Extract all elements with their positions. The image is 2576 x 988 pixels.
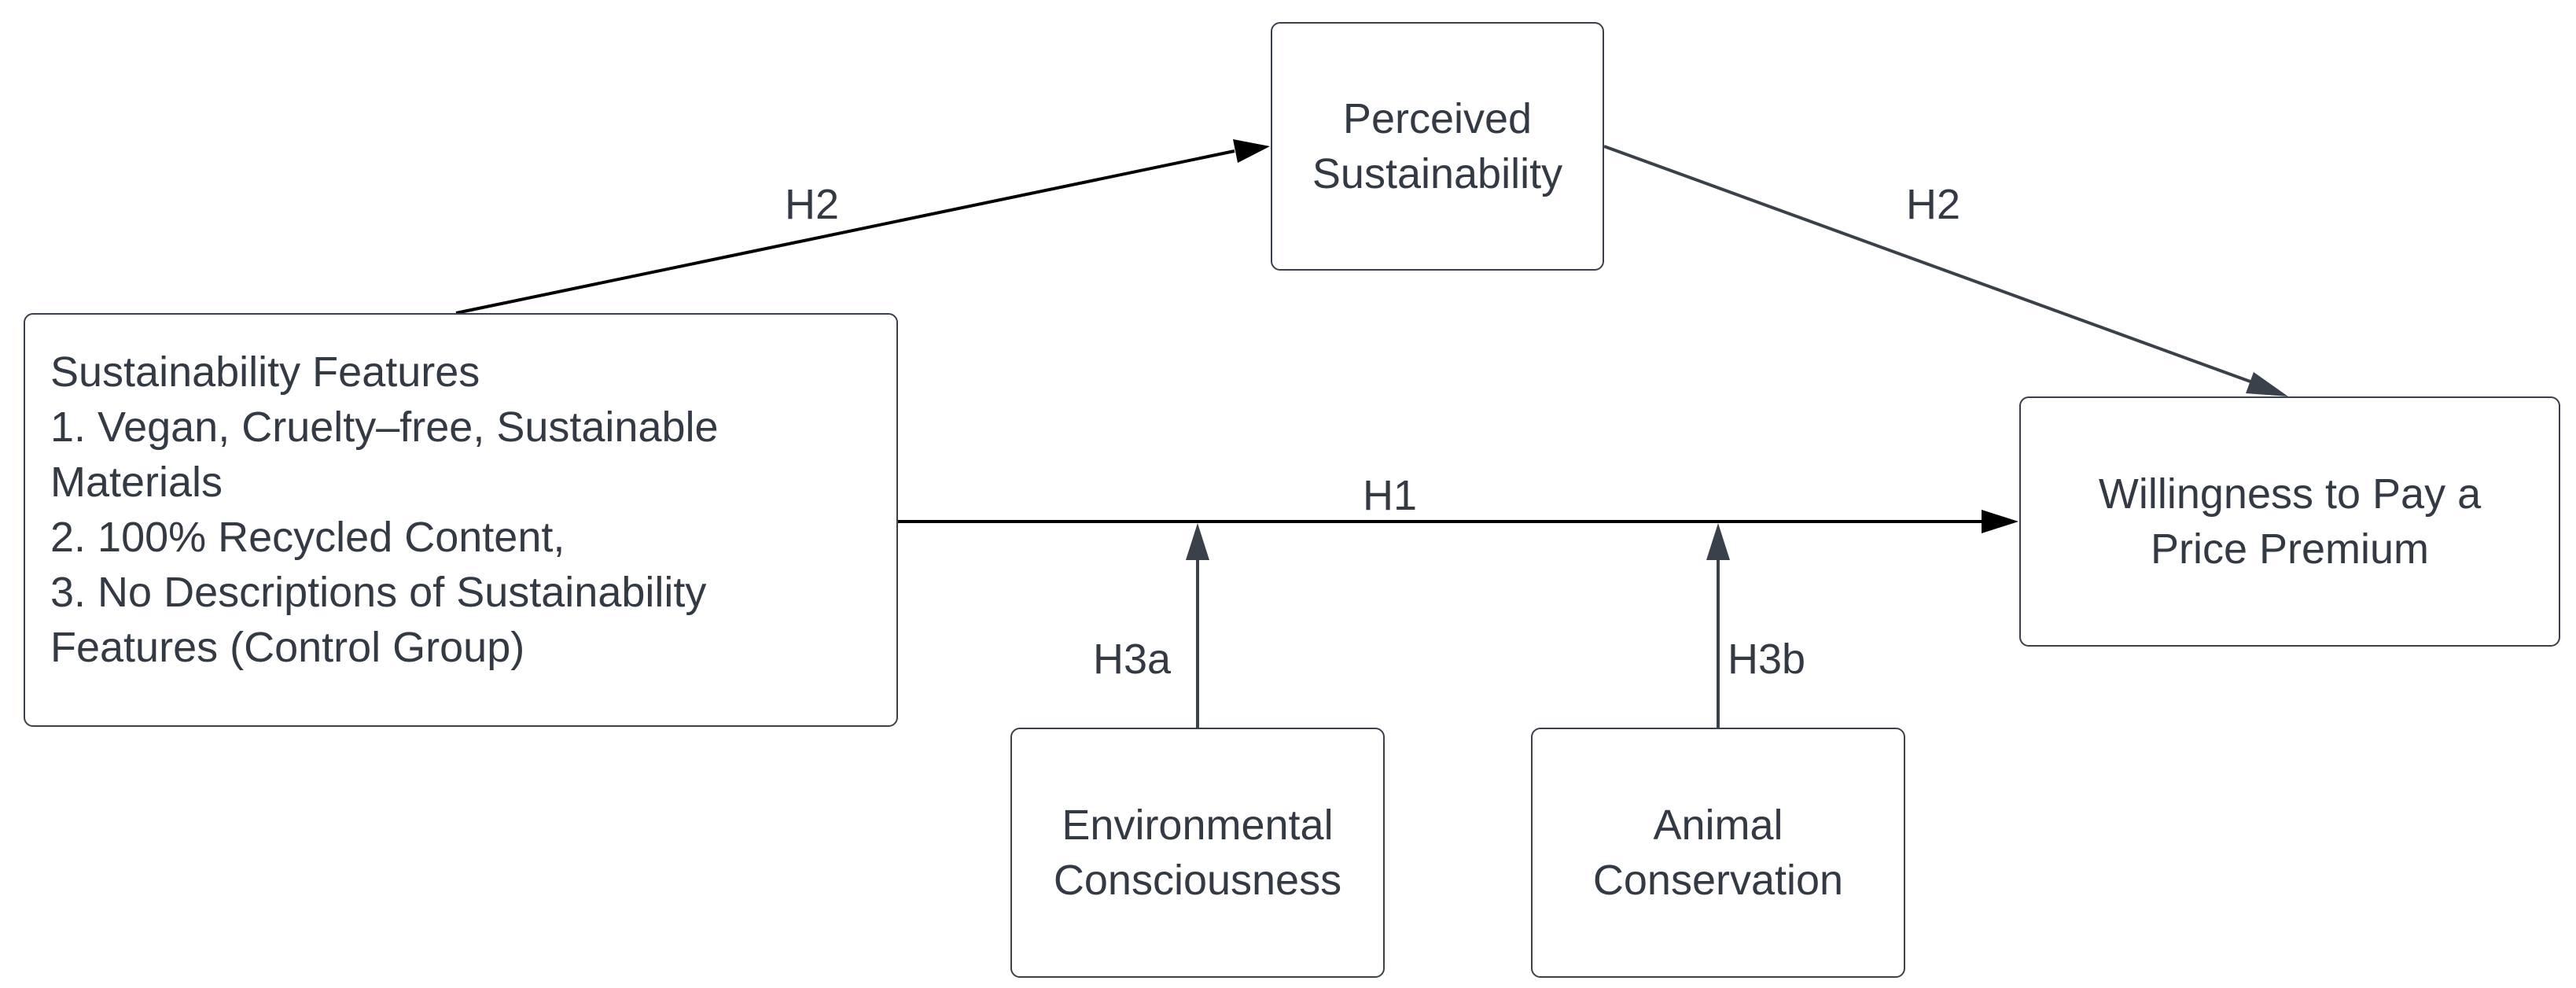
arrow-perceived-to-willingness — [1603, 145, 2258, 385]
node-line: Sustainability — [1312, 150, 1563, 197]
arrowhead-willingness-top — [2246, 372, 2288, 396]
node-line: Materials — [50, 459, 223, 506]
node-line: 3. No Descriptions of Sustainability — [50, 569, 707, 616]
node-line: Environmental — [1062, 802, 1334, 849]
arrowhead-perceived — [1233, 139, 1270, 163]
node-willingness-to-pay: Willingness to Pay a Price Premium — [2019, 396, 2560, 647]
node-line: 2. 100% Recycled Content, — [50, 514, 565, 561]
node-line: 1. Vegan, Cruelty–free, Sustainable — [50, 404, 719, 451]
edge-label-h2-out: H2 — [1906, 181, 1961, 228]
edge-label-h2-in: H2 — [785, 181, 840, 228]
node-line: Price Premium — [2150, 525, 2430, 573]
edge-label-h1: H1 — [1363, 472, 1418, 519]
node-line: Willingness to Pay a — [2098, 470, 2482, 518]
node-sustainability-features: Sustainability Features 1. Vegan, Cruelt… — [24, 313, 898, 727]
node-line: Animal — [1653, 802, 1783, 849]
edge-label-h3b: H3b — [1728, 636, 1806, 683]
arrowhead-h3a — [1186, 523, 1209, 560]
node-line: Consciousness — [1053, 857, 1342, 904]
node-line: Perceived — [1342, 95, 1533, 142]
arrowhead-h3b — [1706, 523, 1730, 560]
node-line: Sustainability Features — [50, 348, 480, 396]
node-environmental-consciousness: Environmental Consciousness — [1010, 728, 1385, 978]
node-perceived-sustainability: Perceived Sustainability — [1271, 22, 1604, 271]
node-animal-conservation: Animal Conservation — [1531, 728, 1905, 978]
arrowhead-willingness-h1 — [1982, 510, 2018, 533]
node-line: Conservation — [1592, 857, 1844, 904]
edge-label-h3a: H3a — [1093, 636, 1172, 683]
node-line: Features (Control Group) — [50, 624, 525, 671]
arrow-features-to-perceived — [455, 149, 1235, 315]
